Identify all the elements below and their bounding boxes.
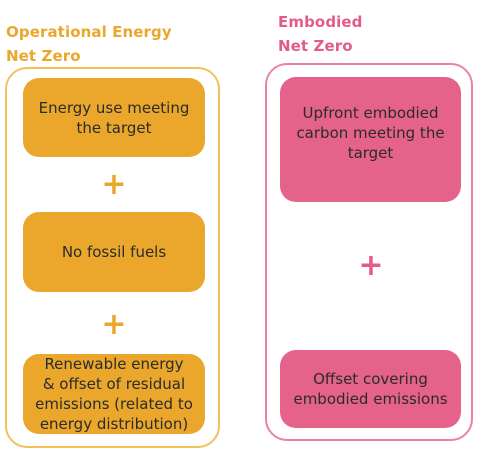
- title-line: Operational Energy: [6, 23, 172, 41]
- box-text-line: Offset covering: [313, 370, 428, 388]
- embodied-title: Embodied Net Zero: [278, 10, 363, 58]
- title-line: Net Zero: [278, 37, 353, 55]
- energy-use-box: Energy use meeting the target: [23, 78, 205, 157]
- box-text-line: Upfront embodied: [302, 104, 439, 122]
- box-text-line: No fossil fuels: [61, 243, 167, 261]
- operational-energy-frame: [5, 67, 220, 448]
- box-text-line: carbon meeting the: [296, 124, 445, 142]
- box-text-line: Energy use meeting: [38, 98, 190, 117]
- plus-icon: +: [101, 167, 127, 202]
- operational-energy-title: Operational Energy Net Zero: [6, 20, 172, 68]
- box-text-line: energy distribution): [39, 415, 189, 433]
- box-text-line: & offset of residual: [42, 375, 186, 393]
- no-fossil-fuels-box: No fossil fuels: [23, 212, 205, 292]
- renewable-energy-box: Renewable energy & offset of residual em…: [23, 354, 205, 434]
- box-text-line: embodied emissions: [293, 390, 448, 408]
- box-text-line: Renewable energy: [44, 355, 184, 373]
- plus-icon: +: [358, 248, 384, 283]
- box-text-line: target: [347, 144, 394, 162]
- offset-embodied-emissions-box: Offset covering embodied emissions: [280, 350, 461, 428]
- box-text-line: emissions (related to: [35, 395, 193, 413]
- upfront-embodied-carbon-box: Upfront embodied carbon meeting the targ…: [280, 77, 461, 202]
- box-text-line: the target: [76, 118, 152, 137]
- plus-icon: +: [101, 307, 127, 342]
- embodied-frame: [265, 63, 473, 441]
- title-line: Embodied: [278, 13, 363, 31]
- title-line: Net Zero: [6, 47, 81, 65]
